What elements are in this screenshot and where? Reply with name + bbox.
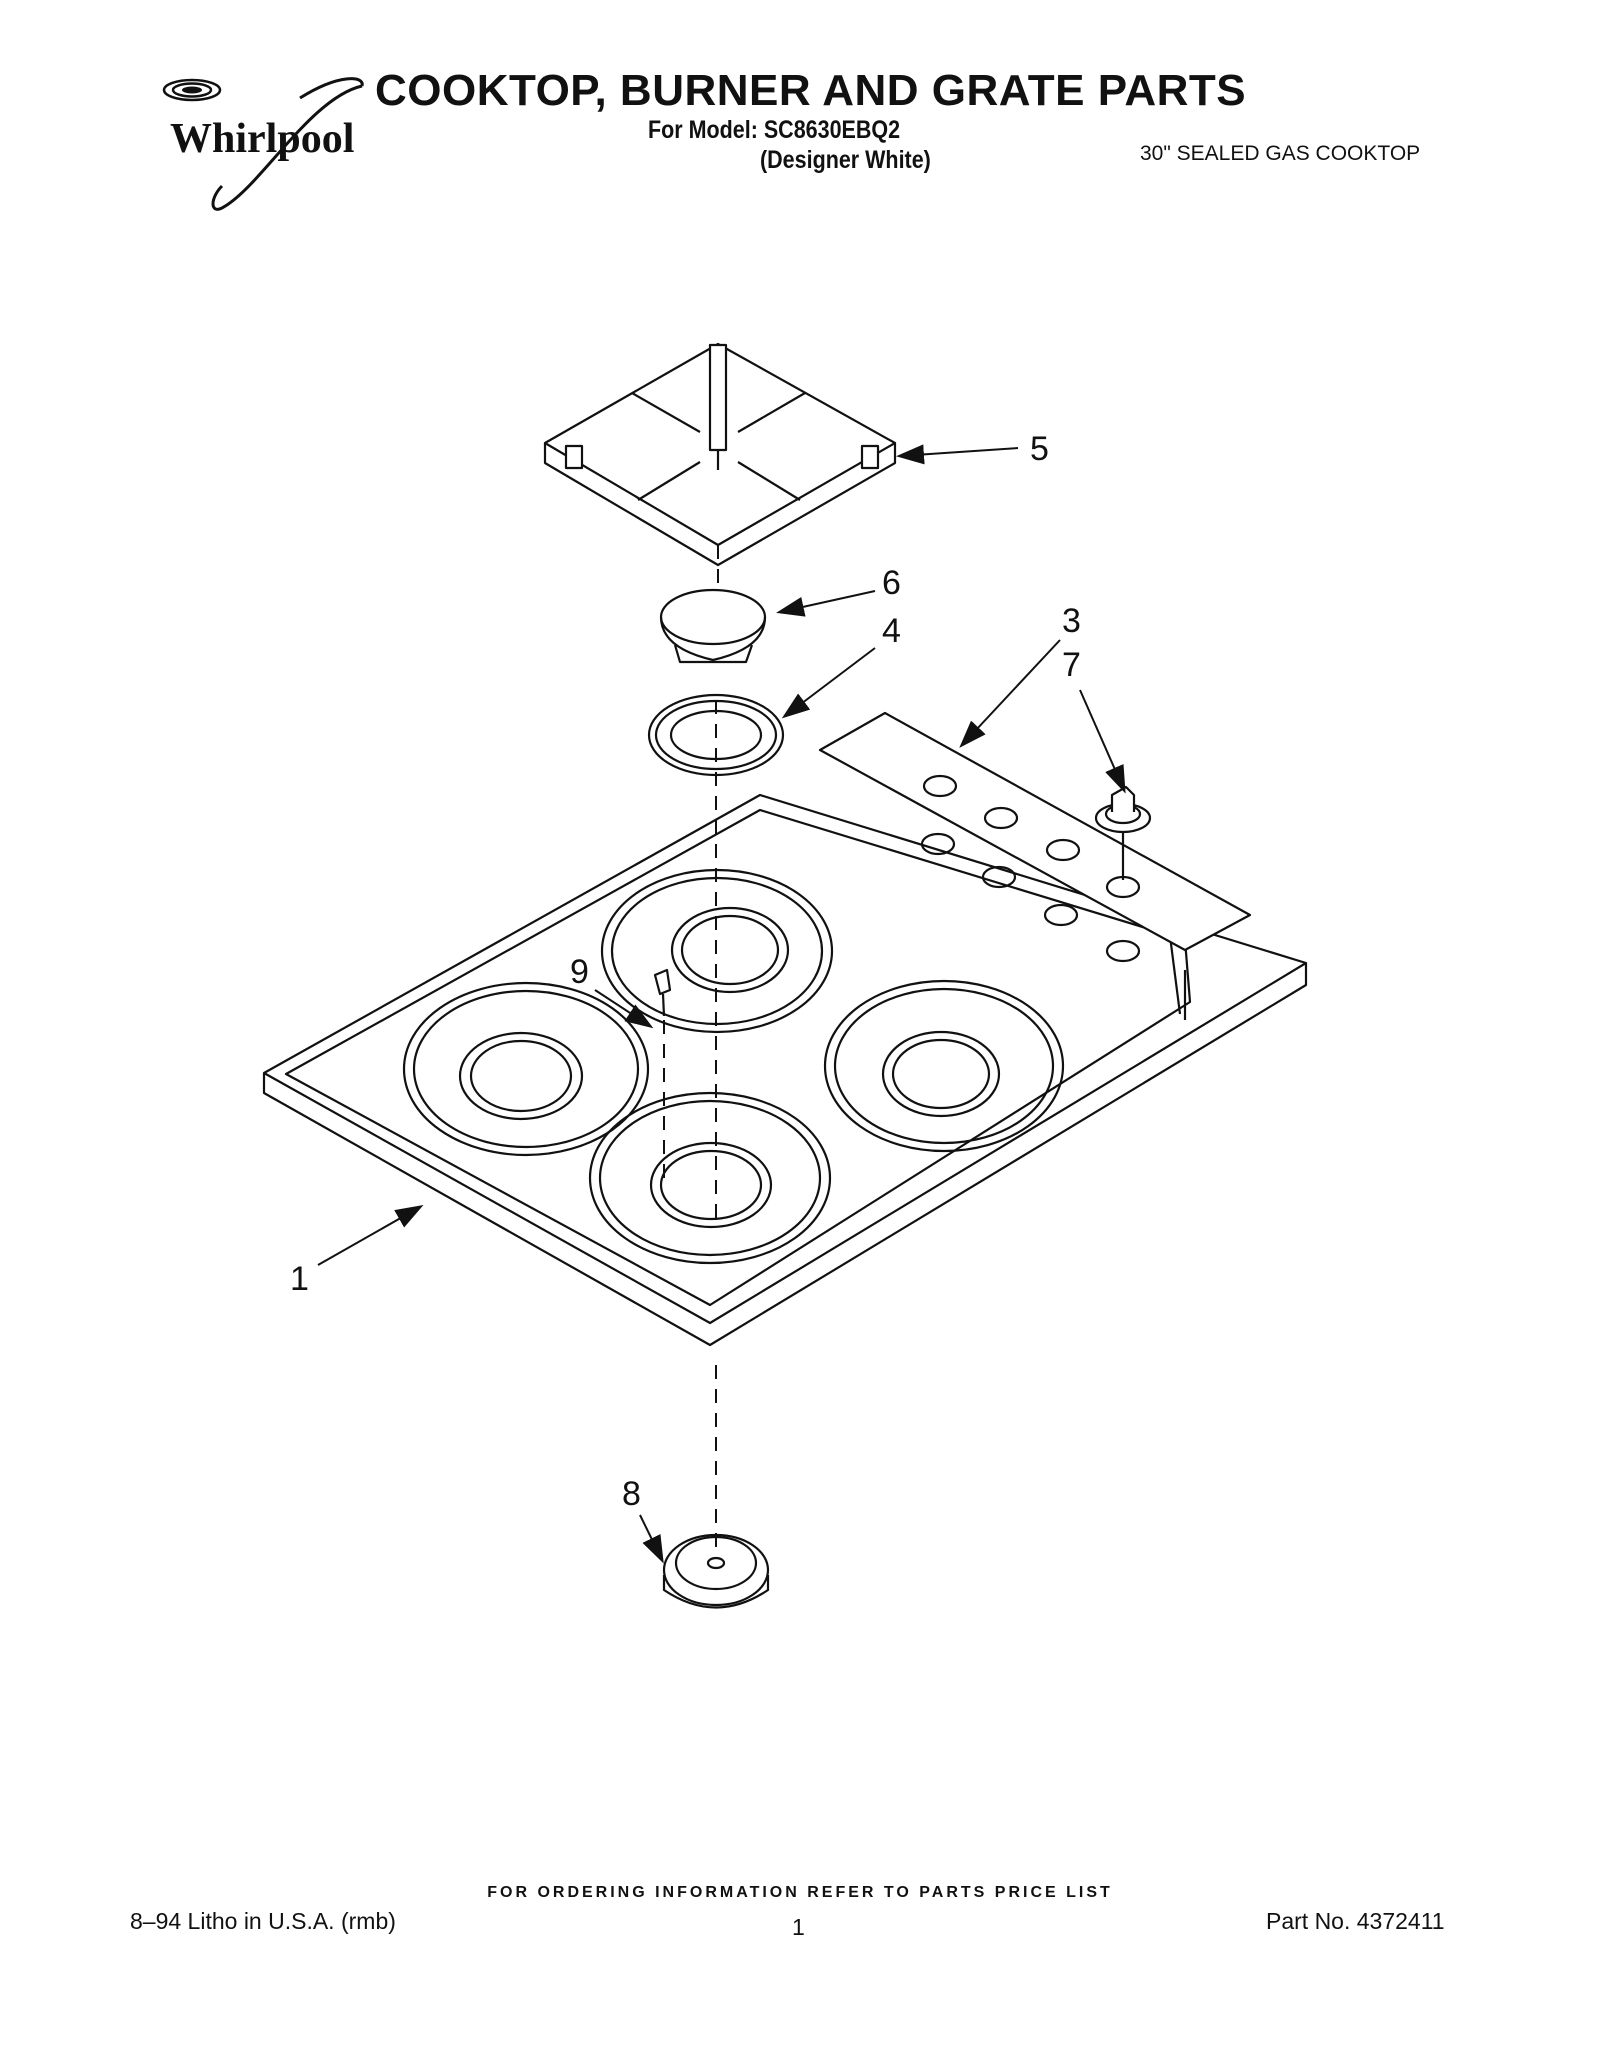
callout-3: 3 — [1062, 602, 1081, 640]
leader-1 — [317, 1205, 424, 1266]
whirlpool-logo: Whirlpool — [162, 77, 364, 211]
callout-7: 7 — [1062, 646, 1081, 684]
callout-9: 9 — [570, 953, 589, 991]
cooktop-body — [262, 793, 1308, 1347]
mounting-screw — [653, 968, 672, 1017]
burner-well-front-center — [588, 1091, 832, 1265]
callout-6: 6 — [882, 564, 901, 602]
callout-5: 5 — [1030, 430, 1049, 468]
callout-1: 1 — [290, 1260, 309, 1298]
leader-7 — [1079, 689, 1126, 794]
page-title: COOKTOP, BURNER AND GRATE PARTS — [375, 66, 1247, 115]
burner-grate — [543, 342, 897, 567]
leader-5 — [896, 444, 1019, 465]
brand-name: Whirlpool — [170, 116, 354, 162]
burner-well-right — [823, 979, 1065, 1153]
callout-8: 8 — [622, 1475, 641, 1513]
ordering-note: FOR ORDERING INFORMATION REFER TO PARTS … — [487, 1884, 1113, 1901]
leader-9 — [594, 989, 654, 1029]
litho-note: 8–94 Litho in U.S.A. (rmb) — [130, 1908, 396, 1934]
burner-well-left — [402, 981, 650, 1157]
leader-8 — [639, 1514, 664, 1564]
leader-6 — [776, 590, 876, 617]
variant-line: (Designer White) — [760, 146, 931, 174]
product-type: 30" SEALED GAS COOKTOP — [1140, 142, 1421, 165]
burner-base — [662, 1533, 770, 1609]
control-knob — [1094, 785, 1152, 834]
part-number: Part No. 4372411 — [1266, 1908, 1445, 1934]
control-panel-overlay — [818, 711, 1252, 1020]
model-line: For Model: SC8630EBQ2 — [648, 116, 901, 144]
page-number: 1 — [792, 1914, 805, 1940]
callout-4: 4 — [882, 612, 901, 650]
burner-cap — [659, 588, 767, 664]
leader-4 — [781, 647, 876, 719]
leader-3 — [959, 639, 1061, 748]
